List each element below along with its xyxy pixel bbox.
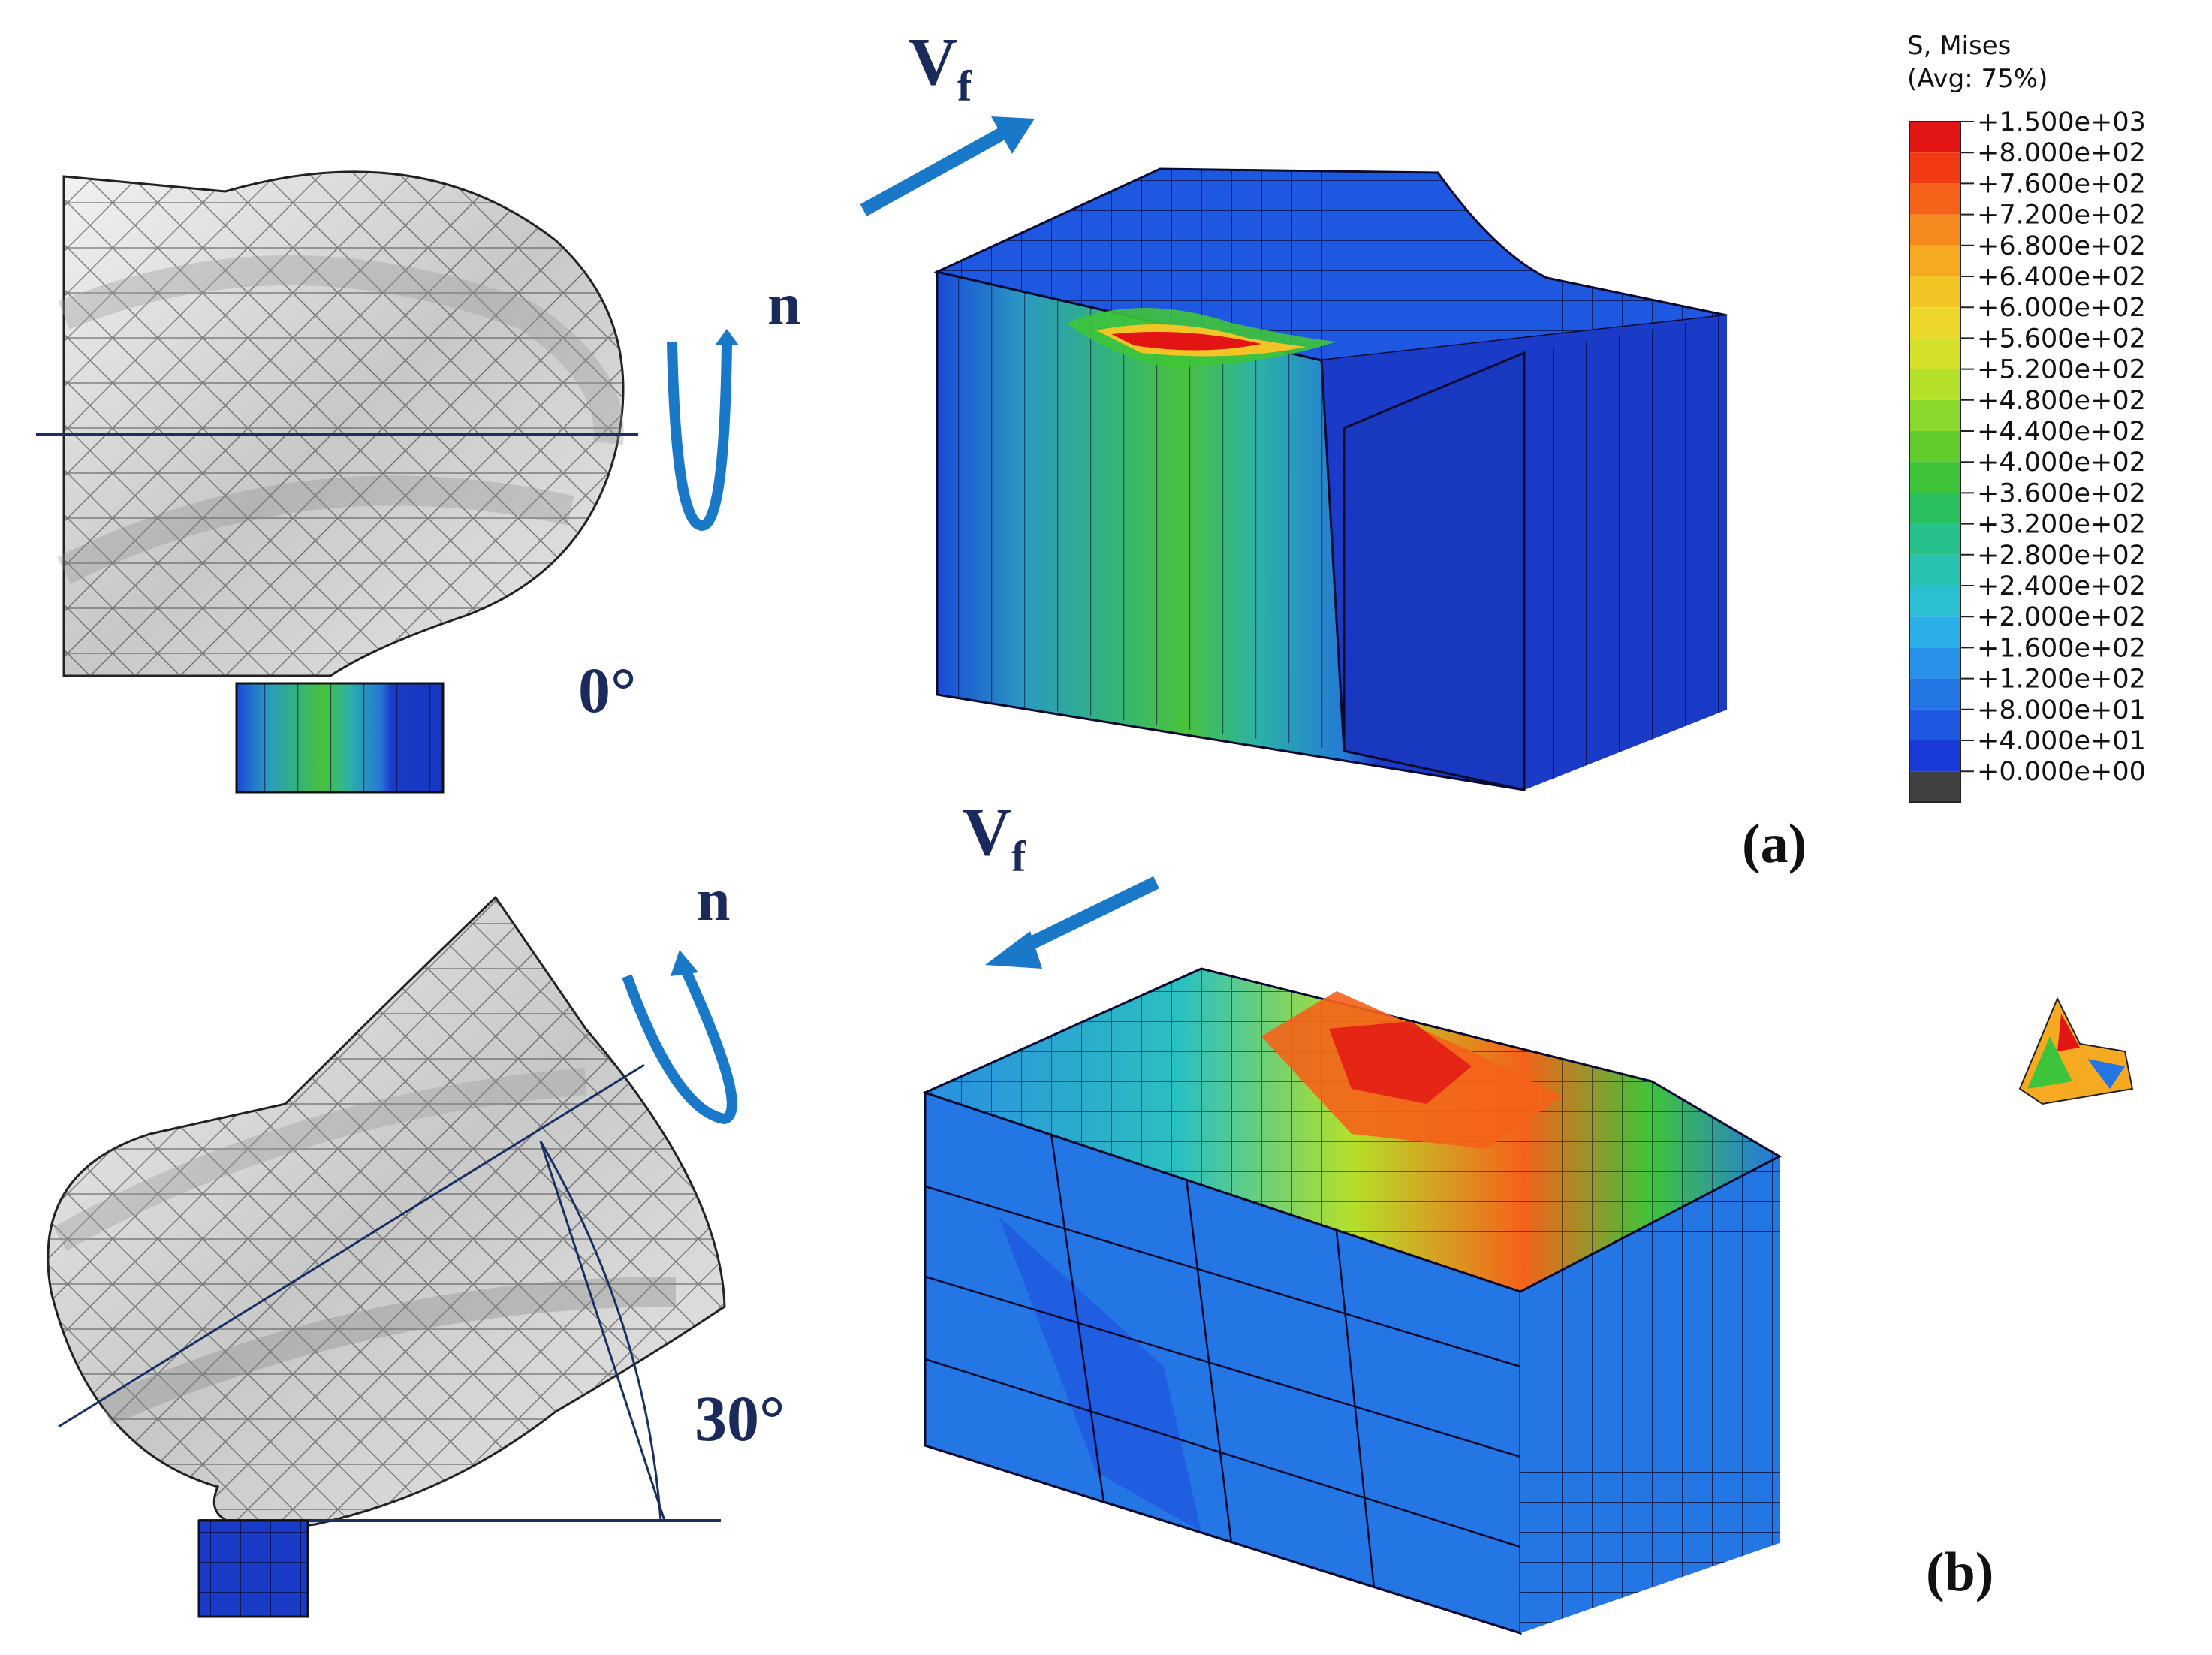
legend-swatch: [1909, 462, 1960, 493]
legend-swatch: [1909, 338, 1960, 369]
legend-swatch: [1909, 431, 1960, 463]
rotation-label-b: n: [697, 867, 731, 933]
legend-swatch: [1909, 586, 1960, 617]
legend-swatch: [1909, 678, 1960, 710]
legend-value-label: +0.000e+00: [1977, 757, 2146, 787]
legend-value-labels: +1.500e+03+8.000e+02+7.600e+02+7.200e+02…: [1960, 107, 2146, 787]
panel-label-b: (b): [1926, 1542, 1994, 1603]
feed-arrow-a-icon: [860, 116, 1035, 216]
legend-title-line1: S, Mises: [1907, 31, 2011, 61]
rotation-arrow-b-icon: [622, 950, 737, 1125]
legend-value-label: +2.800e+02: [1977, 541, 2146, 571]
legend-swatch: [1909, 245, 1960, 276]
legend-value-label: +4.800e+02: [1977, 386, 2146, 416]
legend-swatch: [1909, 523, 1960, 555]
legend-swatch: [1909, 493, 1960, 524]
panel-a: n Vf 0°: [36, 25, 1728, 794]
rotation-label-a: n: [767, 272, 801, 338]
angle-label-a: 0°: [578, 654, 636, 726]
legend-swatch: [1909, 616, 1960, 648]
legend-value-label: +8.000e+02: [1977, 138, 2146, 168]
color-legend: S, Mises (Avg: 75%) +1.500e+03+8.000e+02…: [1907, 31, 2146, 803]
legend-swatch: [1909, 554, 1960, 586]
small-workpiece-a: [235, 682, 445, 794]
legend-value-label: +2.400e+02: [1977, 571, 2146, 601]
feed-label-a: Vf: [909, 25, 972, 110]
legend-value-label: +2.000e+02: [1977, 602, 2146, 632]
legend-swatch: [1909, 276, 1960, 308]
angle-label-b: 30°: [695, 1382, 785, 1455]
angle-arc-b: [539, 1141, 662, 1521]
legend-swatch: [1909, 771, 1960, 803]
legend-value-label: +5.200e+02: [1977, 355, 2146, 385]
legend-value-label: +3.600e+02: [1977, 478, 2146, 508]
small-workpiece-b: [197, 1519, 309, 1618]
feed-arrow-b-icon: [985, 876, 1159, 969]
legend-swatch: [1909, 647, 1960, 679]
legend-value-label: +7.200e+02: [1977, 200, 2146, 231]
feed-label-b: Vf: [963, 795, 1026, 881]
legend-swatch: [1909, 122, 1960, 153]
legend-swatch: [1909, 214, 1960, 246]
legend-value-label: +4.400e+02: [1977, 417, 2146, 447]
legend-value-label: +7.600e+02: [1977, 169, 2146, 199]
legend-value-label: +1.200e+02: [1977, 665, 2146, 695]
legend-swatch: [1909, 183, 1960, 215]
legend-value-label: +4.000e+01: [1977, 726, 2146, 756]
tool-mesh-b: [47, 895, 726, 1529]
legend-swatch: [1909, 152, 1960, 184]
detached-chip-b: [2018, 996, 2134, 1105]
tool-mesh-a: [56, 170, 625, 677]
legend-title-line2: (Avg: 75%): [1907, 64, 2048, 94]
legend-swatch: [1909, 709, 1960, 740]
angle-line-b: [539, 1141, 666, 1521]
tool-axis-line-b: [58, 1063, 645, 1428]
panel-b: n Vf 30°: [47, 795, 2134, 1635]
workpiece-block-b: [921, 967, 1783, 1635]
workpiece-block-a: [933, 167, 1728, 791]
legend-value-label: +8.000e+01: [1977, 695, 2146, 725]
legend-value-label: +3.200e+02: [1977, 510, 2146, 540]
panel-label-a: (a): [1742, 813, 1807, 875]
rotation-arrow-a-icon: [667, 329, 739, 532]
legend-value-label: +6.400e+02: [1977, 262, 2146, 292]
legend-color-bar: [1909, 121, 1961, 803]
legend-value-label: +1.600e+02: [1977, 633, 2146, 663]
legend-value-label: +6.000e+02: [1977, 293, 2146, 323]
legend-value-label: +1.500e+03: [1977, 107, 2146, 137]
legend-swatch: [1909, 740, 1960, 772]
legend-value-label: +4.000e+02: [1977, 448, 2146, 478]
legend-swatch: [1909, 369, 1960, 400]
legend-swatch: [1909, 307, 1960, 339]
legend-swatch: [1909, 399, 1960, 431]
legend-value-label: +5.600e+02: [1977, 324, 2146, 354]
legend-value-label: +6.800e+02: [1977, 231, 2146, 261]
